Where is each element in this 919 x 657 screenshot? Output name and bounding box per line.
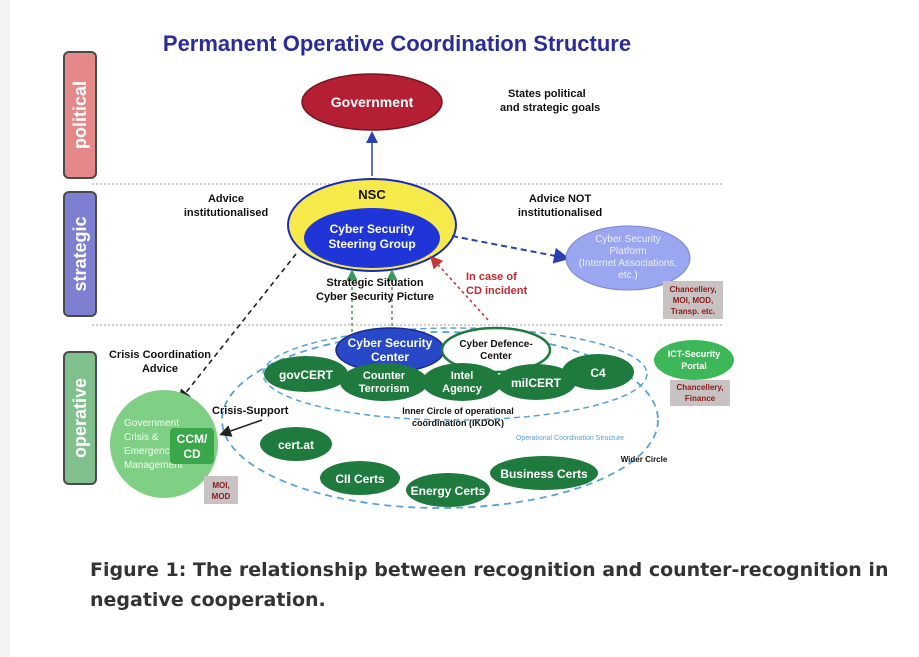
energy-node (406, 473, 490, 507)
cdc-label-1: Cyber Defence- (459, 339, 532, 350)
ccm-label-1: CCM/ (177, 432, 208, 446)
incident-arrow (429, 255, 489, 321)
business-node (490, 456, 598, 490)
certat-label: cert.at (278, 438, 314, 452)
energy-label: Energy Certs (411, 484, 486, 498)
level-label-strategic: strategic (70, 216, 90, 291)
tag-platform-2: MOI, MOD, (673, 296, 713, 305)
government-label: Government (331, 94, 414, 110)
platform-node (565, 225, 691, 291)
ccm-box (170, 428, 214, 464)
business-label: Business Certs (500, 467, 588, 481)
platform-label-4: etc.) (618, 270, 637, 281)
tag-platform-3: Transp. etc. (671, 307, 715, 316)
counter-label-1: Counter (363, 370, 406, 382)
csc-label-1: Cyber Security (348, 336, 433, 350)
gov-crisis-label-4: Management (124, 460, 183, 471)
c4-node (562, 354, 634, 390)
coordination-diagram: Permanent Operative Coordination Structu… (63, 31, 734, 509)
government-goals-2: and strategic goals (500, 102, 600, 114)
milcert-label: milCERT (511, 376, 562, 390)
platform-label-1: Cyber Security (595, 234, 661, 245)
tag-ict (670, 380, 730, 406)
level-box-strategic (63, 191, 97, 317)
level-label-political: political (70, 81, 90, 149)
platform-label-2: Platform (609, 246, 646, 257)
csc-label-2: Center (371, 350, 409, 364)
intel-label-1: Intel (451, 370, 474, 382)
govcert-node (264, 356, 348, 392)
government-goals-1: States political (508, 88, 586, 100)
tag-platform (663, 281, 723, 319)
wider-circle (221, 331, 659, 509)
steering-group-node (304, 208, 440, 268)
ict-label-1: ICT-Security (668, 349, 721, 359)
cii-node (320, 461, 400, 495)
counter-node (340, 363, 428, 401)
cdc-label-2: Center (480, 351, 512, 362)
tag-ccm (204, 476, 238, 504)
figure-caption: Figure 1: The relationship between recog… (90, 559, 889, 611)
steering-label-1: Cyber Security (330, 222, 415, 236)
wider-circle-label: Wider Circle (621, 455, 668, 464)
ict-portal-node (654, 340, 734, 380)
platform-label-3: (Internet Associations, (579, 258, 677, 269)
advice-inst-1: Advice (208, 193, 244, 205)
incident-label-2: CD incident (466, 285, 527, 297)
situation-label-2: Cyber Security Picture (316, 291, 434, 303)
level-label-operative: operative (70, 378, 90, 458)
gov-crisis-label-3: Emergency (124, 446, 175, 457)
tag-ccm-2: MOD (212, 492, 231, 501)
inner-circle-label-1: Inner Circle of operational (402, 406, 514, 416)
crisis-support-label: Crisis-Support (212, 405, 289, 417)
gov-crisis-label-1: Government (124, 418, 179, 429)
nsc-label: NSC (358, 187, 386, 202)
incident-label-1: In case of (466, 271, 517, 283)
advice-inst-2: institutionalised (184, 207, 268, 219)
gov-crisis-node (110, 390, 218, 498)
tag-ict-2: Finance (685, 394, 716, 403)
government-node (301, 73, 443, 131)
certat-node (260, 427, 332, 461)
tag-ict-1: Chancellery, (677, 383, 724, 392)
govcert-label: govCERT (279, 368, 334, 382)
diagram-title: Permanent Operative Coordination Structu… (163, 31, 631, 56)
milcert-node (496, 364, 576, 400)
inner-circle (262, 327, 648, 421)
situation-label-1: Strategic Situation (326, 277, 423, 289)
steering-crisis-arrow (178, 253, 297, 403)
crisis-advice-2: Advice (142, 363, 178, 375)
c4-label: C4 (590, 366, 606, 380)
counter-label-2: Terrorism (359, 383, 410, 395)
ops-structure-label: Operational Coordination Structure (516, 435, 624, 442)
gov-crisis-label-2: Crisis & (124, 432, 159, 443)
advice-not-2: institutionalised (518, 207, 602, 219)
tag-platform-1: Chancellery, (670, 285, 717, 294)
level-box-political (63, 51, 97, 179)
ict-label-2: Portal (681, 361, 707, 371)
ccm-label-2: CD (183, 447, 201, 461)
tag-ccm-1: MOI, (212, 481, 229, 490)
intel-node (422, 363, 502, 401)
crisis-support-arrow (219, 419, 263, 437)
inner-circle-label-2: coordination (IKDOK) (412, 418, 504, 428)
crisis-advice-1: Crisis Coordination (109, 349, 211, 361)
steering-platform-arrow (451, 235, 570, 264)
advice-not-1: Advice NOT (529, 193, 592, 205)
level-box-operative (63, 351, 97, 485)
intel-label-2: Agency (442, 383, 483, 395)
steering-label-2: Steering Group (328, 237, 415, 251)
cii-label: CII Certs (335, 472, 385, 486)
